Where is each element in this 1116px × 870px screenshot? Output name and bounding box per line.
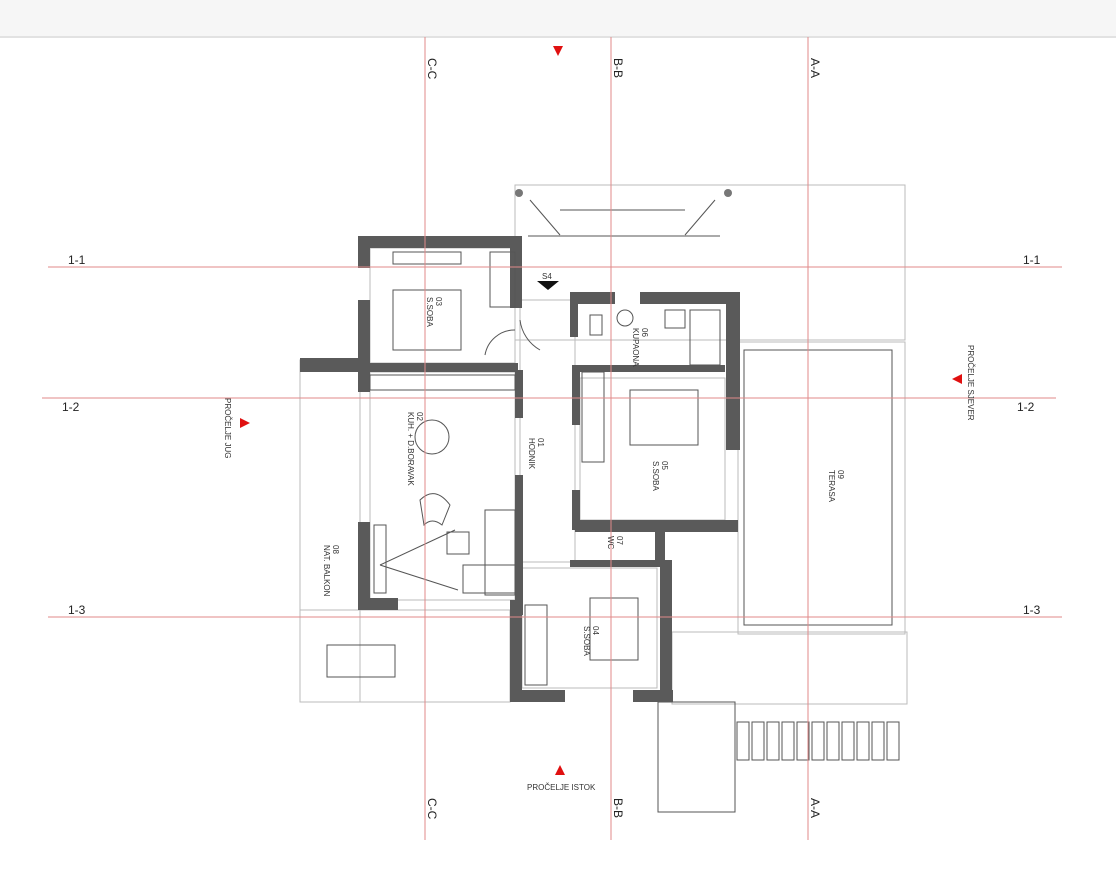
parking-slat	[751, 721, 765, 761]
facade-label-east: PROČELJE ISTOK	[527, 783, 596, 792]
axis-label-1-2-left: 1-2	[62, 400, 80, 414]
axis-label-1-2-right: 1-2	[1017, 400, 1035, 414]
facade-label-north: PROČELJE SJEVER	[966, 345, 975, 421]
room-name: S.SOBA	[582, 626, 591, 656]
room-number: 02	[415, 412, 424, 421]
room-number: 03	[434, 297, 443, 306]
axis-label-a-a-top: A-A	[808, 58, 822, 78]
room-name: KUPAONA	[631, 328, 640, 367]
axis-label-b-b-bottom: B-B	[611, 798, 625, 818]
room-name: TERASA	[827, 470, 836, 503]
staircase	[528, 199, 720, 237]
room-name: NAT. BALKON	[322, 545, 331, 597]
parking-slat	[856, 721, 870, 761]
parking-slat	[826, 721, 840, 761]
room-name: S.SOBA	[651, 461, 660, 491]
room-label: 05S.SOBA	[651, 461, 669, 491]
axis-label-b-b-top: B-B	[611, 58, 625, 78]
facade-marker-south	[240, 418, 250, 428]
terrace-deck	[743, 349, 893, 626]
axis-label-1-3-left: 1-3	[68, 603, 86, 617]
top-toolbar	[0, 0, 1116, 38]
room-name: KUH. + D.BORAVAK	[406, 412, 415, 486]
entrance-arrow-icon	[537, 281, 559, 290]
room-label: 04S.SOBA	[582, 626, 600, 656]
entrance-label: S4	[542, 272, 552, 281]
room-name: S.SOBA	[425, 297, 434, 327]
room-label: 03S.SOBA	[425, 297, 443, 327]
axis-label-c-c-bottom: C-C	[425, 798, 439, 820]
room-number: 01	[536, 438, 545, 447]
facade-marker-top	[553, 46, 563, 56]
facade-label-south: PROČELJE JUG	[223, 398, 232, 458]
balcony-outline	[299, 359, 361, 703]
parking-slat	[811, 721, 825, 761]
parking-slat	[886, 721, 900, 761]
facade-marker-east	[555, 765, 565, 775]
room-name: HODNIK	[527, 438, 536, 470]
lower-deck	[671, 631, 908, 705]
parking-slat	[871, 721, 885, 761]
axis-label-1-1-right: 1-1	[1023, 253, 1041, 267]
parking-slat	[796, 721, 810, 761]
parking-slat	[766, 721, 780, 761]
parking-slat	[841, 721, 855, 761]
axis-label-1-1-left: 1-1	[68, 253, 86, 267]
parking-slat	[781, 721, 795, 761]
terrace-outline	[737, 341, 906, 635]
parking-slat	[736, 721, 750, 761]
room-number: 09	[836, 470, 845, 479]
parking-slats	[736, 721, 900, 761]
room-number: 08	[331, 545, 340, 554]
axis-label-1-3-right: 1-3	[1023, 603, 1041, 617]
axis-label-a-a-bottom: A-A	[808, 798, 822, 818]
room-number: 05	[660, 461, 669, 470]
ramp	[657, 701, 736, 813]
room-name: WC	[606, 536, 615, 550]
facade-marker-north	[952, 374, 962, 384]
room-number: 04	[591, 626, 600, 635]
furniture	[326, 251, 721, 686]
column	[724, 189, 732, 197]
balcony-dining-outline	[299, 609, 511, 703]
walls	[300, 236, 740, 702]
axis-label-c-c-top: C-C	[425, 58, 439, 80]
room-number: 07	[615, 536, 624, 545]
column	[515, 189, 523, 197]
room-number: 06	[640, 328, 649, 337]
